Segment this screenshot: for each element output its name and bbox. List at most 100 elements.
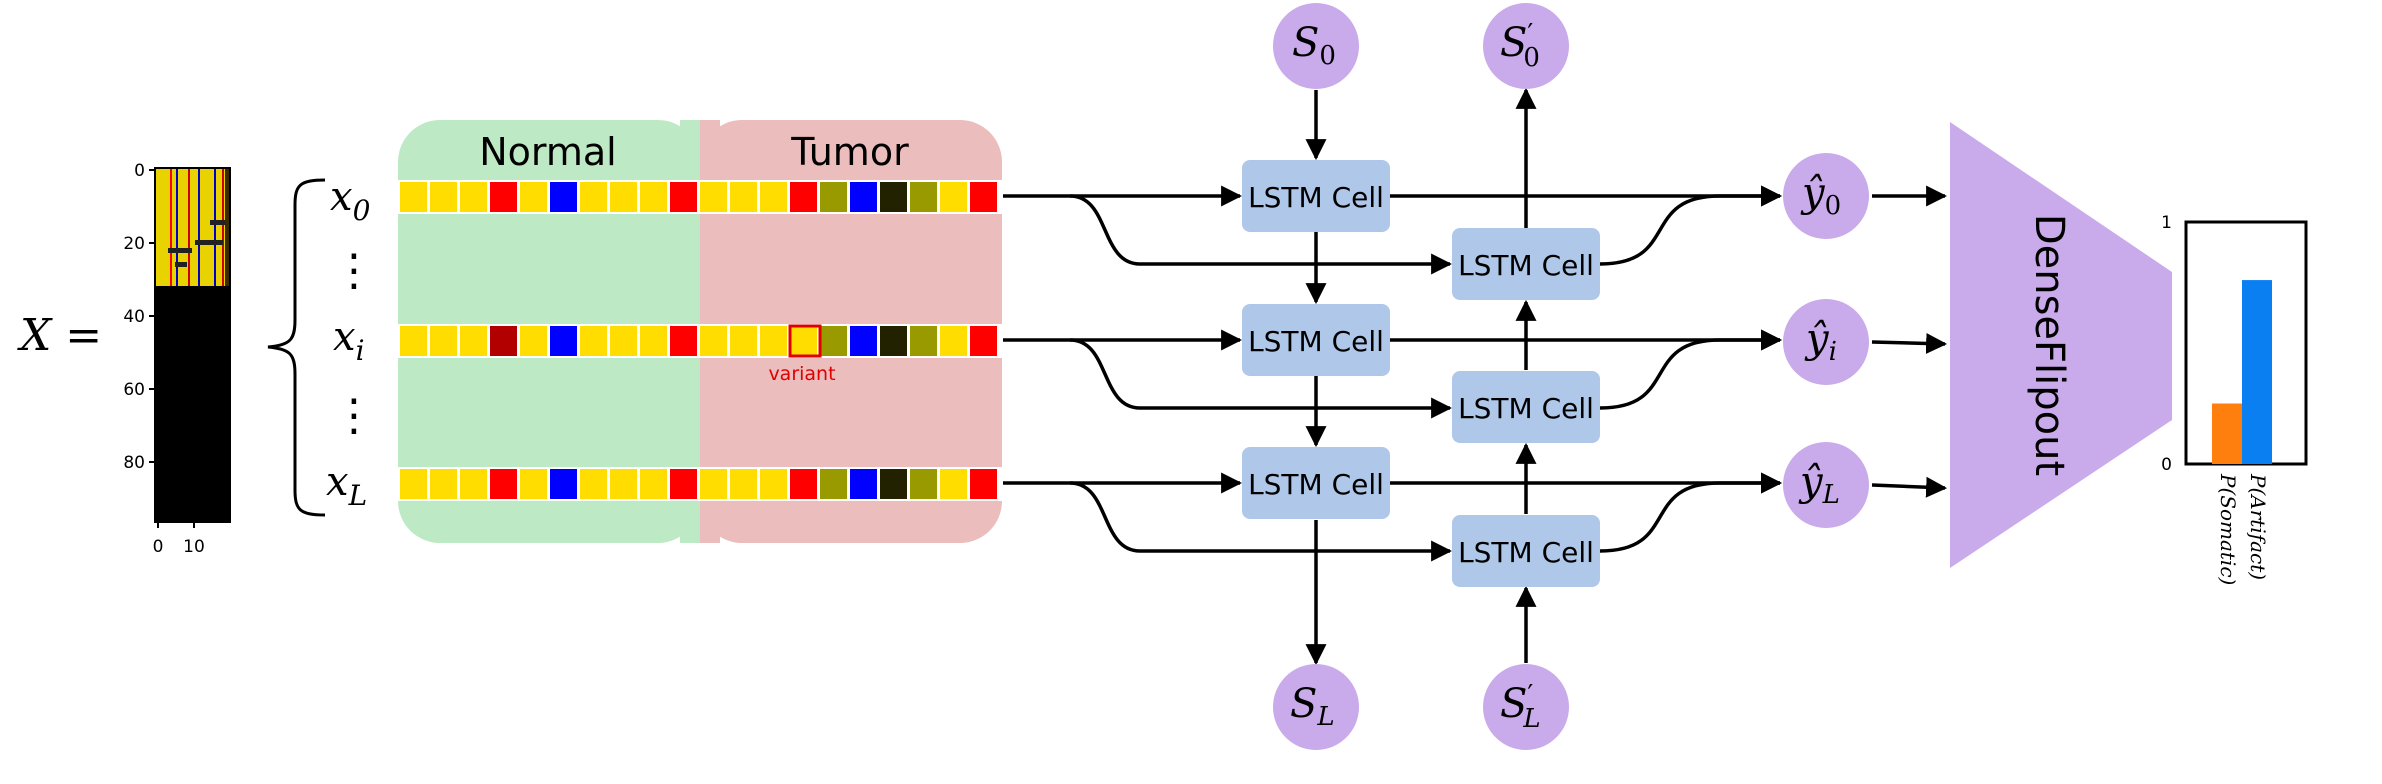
- base-square: [820, 182, 847, 212]
- base-square: [970, 326, 997, 356]
- base-square: [580, 469, 607, 499]
- base-square: [610, 182, 637, 212]
- lstm-cell-label: LSTM Cell: [1248, 181, 1384, 214]
- probability-chart: 0 1 P(Somatic)P(Artifact): [2161, 213, 2308, 585]
- state-S0: S0: [1273, 3, 1359, 89]
- base-square: [970, 182, 997, 212]
- chart-category-label: P(Artifact): [2246, 473, 2270, 580]
- svg-text:S′0: S′0: [1500, 19, 1540, 73]
- base-square: [790, 326, 817, 356]
- vdots-lower: ⋮: [332, 390, 376, 441]
- base-square: [550, 326, 577, 356]
- base-square: [700, 469, 727, 499]
- base-square: [880, 469, 907, 499]
- base-square: [760, 469, 787, 499]
- base-square: [610, 326, 637, 356]
- base-square: [430, 469, 457, 499]
- normal-label: Normal: [479, 130, 617, 174]
- x-equals-label: X =: [17, 310, 102, 361]
- base-square: [790, 469, 817, 499]
- base-square: [910, 182, 937, 212]
- base-square: [520, 326, 547, 356]
- state-SL-prime: S′L: [1483, 664, 1569, 750]
- base-square: [430, 326, 457, 356]
- base-square: [940, 326, 967, 356]
- base-square: [460, 469, 487, 499]
- base-square: [670, 326, 697, 356]
- lstm-cell: LSTM Cell: [1452, 371, 1600, 443]
- base-square: [850, 326, 877, 356]
- svg-text:xi: xi: [333, 314, 365, 367]
- lstm-cell: LSTM Cell: [1242, 304, 1390, 376]
- row-label-xL: xL: [326, 459, 367, 512]
- heatmap-xtick-label: 10: [183, 537, 205, 557]
- dense-flipout-label: DenseFlipout: [2026, 214, 2072, 476]
- base-square: [640, 469, 667, 499]
- bar-0: [2212, 403, 2242, 464]
- base-square: [430, 182, 457, 212]
- lstm-cell-label: LSTM Cell: [1458, 536, 1594, 569]
- svg-text:x0: x0: [330, 174, 370, 227]
- variant-label: variant: [768, 363, 835, 385]
- variant-highlight: [788, 324, 822, 358]
- lstm-cell: LSTM Cell: [1242, 447, 1390, 519]
- base-square: [700, 326, 727, 356]
- chart-ytick-label: 1: [2161, 213, 2172, 233]
- chart-ytick-label: 0: [2161, 455, 2172, 475]
- lstm-cell-label: LSTM Cell: [1458, 249, 1594, 282]
- base-square: [700, 182, 727, 212]
- base-square: [730, 182, 757, 212]
- chart-category-label: P(Somatic): [2216, 473, 2240, 585]
- base-square: [850, 182, 877, 212]
- base-square: [760, 326, 787, 356]
- heatmap-ytick-label: 0: [134, 161, 145, 181]
- base-square: [820, 469, 847, 499]
- bar-1: [2242, 280, 2272, 464]
- base-square: [640, 326, 667, 356]
- base-square: [400, 182, 427, 212]
- base-square: [910, 469, 937, 499]
- svg-text:S′L: S′L: [1500, 680, 1541, 734]
- tumor-label: Tumor: [790, 130, 909, 174]
- svg-text:ŷ0: ŷ0: [1800, 170, 1841, 221]
- base-square: [490, 182, 517, 212]
- base-square: [520, 469, 547, 499]
- lstm-cell: LSTM Cell: [1452, 228, 1600, 300]
- sequence-row: [398, 467, 1002, 501]
- input-brace: [267, 178, 326, 517]
- arrows: [1003, 87, 1948, 666]
- base-square: [880, 182, 907, 212]
- base-square: [490, 469, 517, 499]
- heatmap-ytick-label: 20: [123, 234, 145, 254]
- base-square: [550, 469, 577, 499]
- output-yL: ŷL: [1783, 442, 1869, 528]
- svg-text:xL: xL: [326, 459, 367, 512]
- base-square: [730, 469, 757, 499]
- svg-text:ŷL: ŷL: [1798, 459, 1840, 510]
- vdots-upper: ⋮: [332, 245, 376, 296]
- base-square: [670, 182, 697, 212]
- heatmap-stripes: [168, 168, 230, 286]
- base-square: [460, 326, 487, 356]
- heatmap-ytick-label: 60: [123, 380, 145, 400]
- lstm-cell: LSTM Cell: [1242, 160, 1390, 232]
- base-square: [910, 326, 937, 356]
- row-label-xi: xi: [333, 314, 365, 367]
- svg-text:SL: SL: [1290, 681, 1335, 732]
- svg-text:ŷi: ŷi: [1804, 316, 1837, 367]
- lstm-cell-label: LSTM Cell: [1248, 468, 1384, 501]
- sequence-rows: [398, 180, 1002, 501]
- svg-text:S0: S0: [1292, 20, 1336, 71]
- base-square: [730, 326, 757, 356]
- base-square: [550, 182, 577, 212]
- heatmap-ytick-label: 80: [123, 453, 145, 473]
- base-square: [880, 326, 907, 356]
- base-square: [760, 182, 787, 212]
- base-square: [940, 182, 967, 212]
- base-square: [640, 182, 667, 212]
- base-square: [850, 469, 877, 499]
- sequence-row: [398, 180, 1002, 214]
